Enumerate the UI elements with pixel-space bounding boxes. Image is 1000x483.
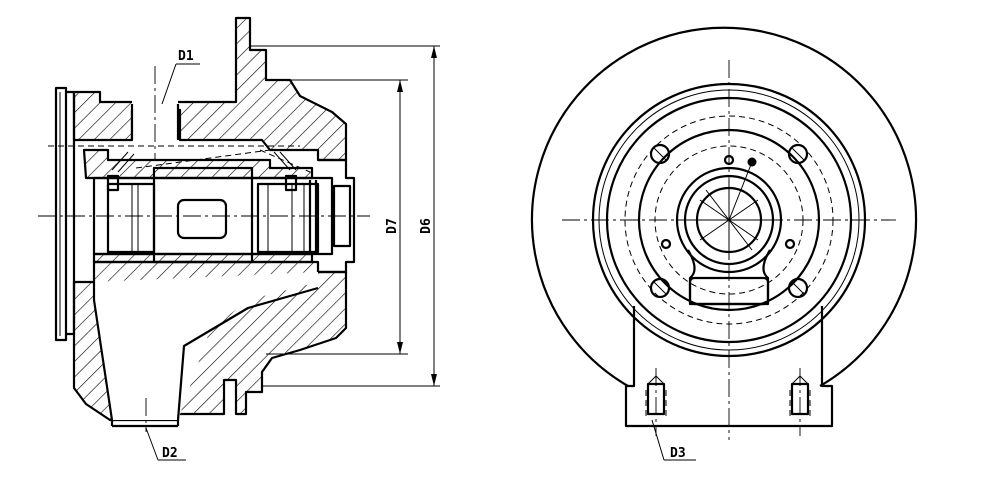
label-d1: D1 [178, 49, 194, 64]
flange-plate [54, 86, 68, 342]
label-d3: D3 [670, 446, 686, 461]
bolt-hole-bl [649, 277, 671, 299]
outer-disc [530, 26, 918, 387]
inner-ring-lower [92, 252, 314, 264]
front-view: D3 [530, 26, 918, 461]
bolt-hole-tl [649, 143, 671, 165]
inner-ring-upper [82, 148, 314, 180]
label-d6: D6 [419, 218, 434, 234]
flange-lip [66, 90, 76, 336]
bolt-hole-tr [787, 143, 809, 165]
upper-housing [72, 16, 348, 162]
bolt-hole-br [787, 277, 809, 299]
section-view: D1 D2 D6 D7 [38, 16, 440, 461]
label-d7: D7 [385, 218, 400, 234]
right-cap [318, 158, 356, 274]
label-d2: D2 [162, 446, 178, 461]
